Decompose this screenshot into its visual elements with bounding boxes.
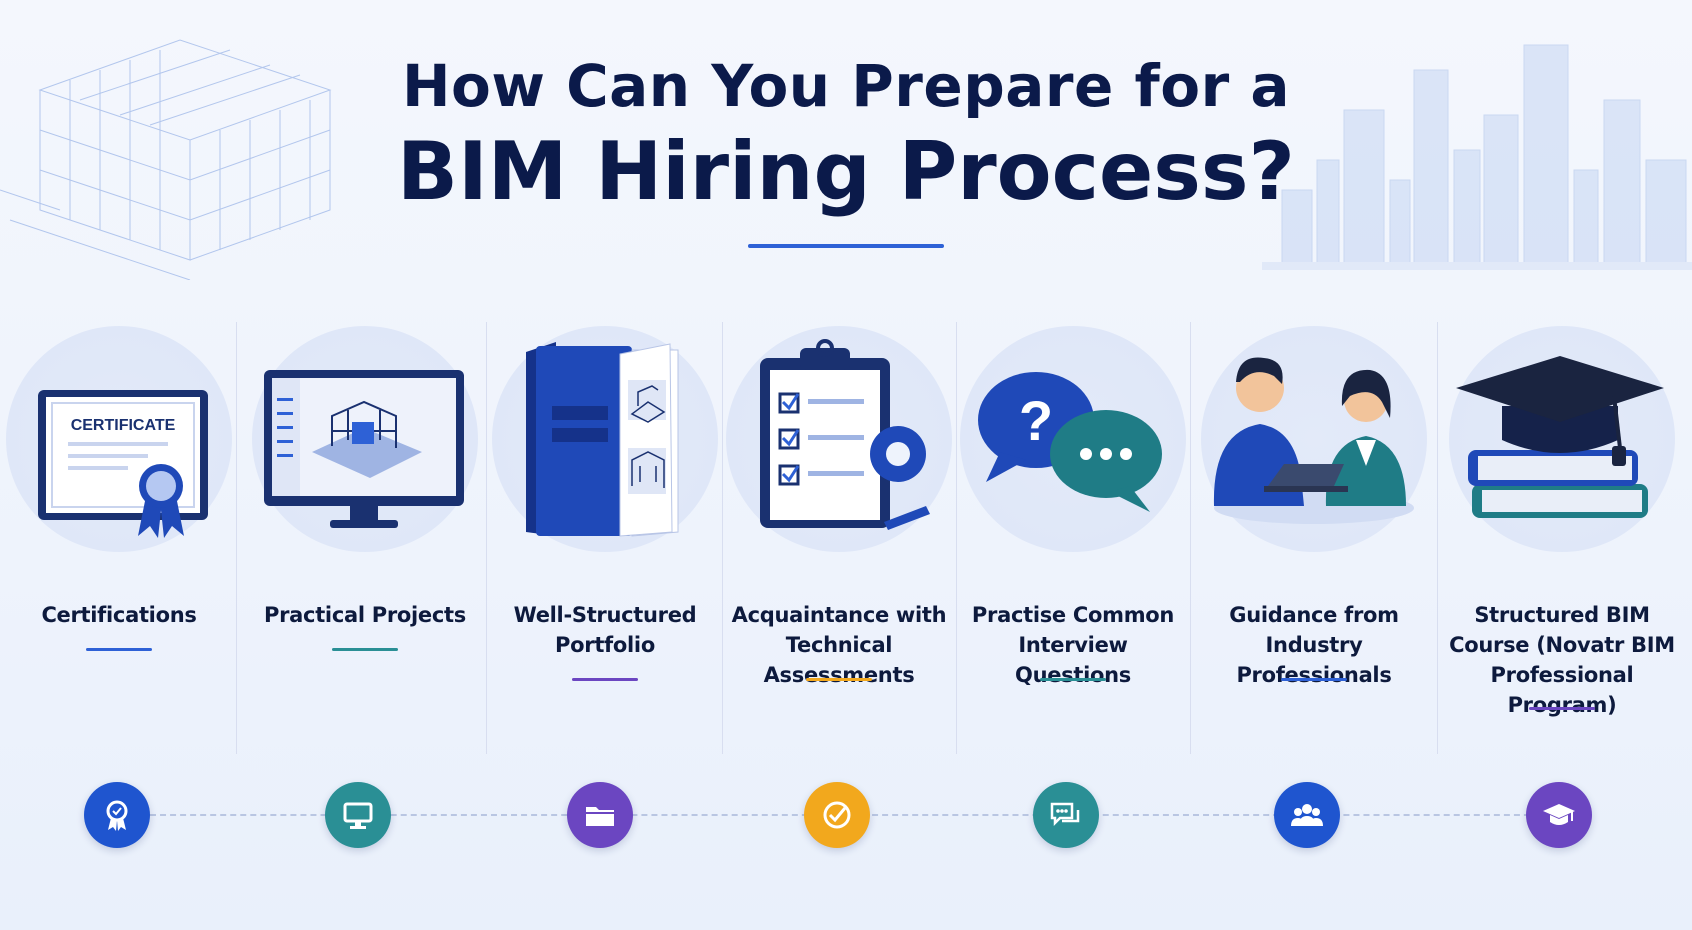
step-label: Practise Common Interview Questions bbox=[971, 603, 1175, 687]
graduation-illustration bbox=[1456, 356, 1664, 518]
certificate-illustration: CERTIFICATE bbox=[38, 390, 208, 538]
title-underline bbox=[748, 244, 944, 248]
column-divider bbox=[722, 322, 723, 754]
step-underline bbox=[1281, 678, 1347, 681]
column-divider bbox=[236, 322, 237, 754]
step-portfolio: Well-Structured Portfolio bbox=[492, 322, 718, 754]
column-divider bbox=[956, 322, 957, 754]
column-divider bbox=[1190, 322, 1191, 754]
step-label: Practical Projects bbox=[264, 603, 466, 627]
svg-text:?: ? bbox=[1019, 389, 1053, 452]
award-badge-icon bbox=[84, 782, 150, 848]
title-line-1: How Can You Prepare for a bbox=[401, 52, 1291, 120]
step-underline bbox=[1040, 678, 1106, 681]
step-underline bbox=[332, 648, 398, 651]
chat-bubbles-icon bbox=[1033, 782, 1099, 848]
step-underline bbox=[86, 648, 152, 651]
step-underline bbox=[806, 678, 872, 681]
column-divider bbox=[1437, 322, 1438, 754]
graduation-cap-icon bbox=[1526, 782, 1592, 848]
people-group-icon bbox=[1274, 782, 1340, 848]
step-label: Acquaintance with Technical Assessments bbox=[731, 603, 947, 687]
step-industry-professionals: Guidance from Industry Professionals bbox=[1194, 322, 1434, 754]
speech-bubbles-illustration: ? bbox=[978, 372, 1162, 512]
portfolio-book-illustration bbox=[526, 342, 679, 537]
city-skyline-decoration bbox=[1262, 44, 1692, 270]
folder-icon bbox=[567, 782, 633, 848]
step-underline bbox=[572, 678, 638, 681]
clipboard-illustration bbox=[760, 339, 930, 530]
step-interview-questions: ? Practise Common Interview Questions bbox=[960, 322, 1186, 754]
title-line-2: BIM Hiring Process? bbox=[397, 125, 1295, 218]
steps-row: CERTIFICATE Certifications bbox=[0, 322, 1692, 754]
certificate-text: CERTIFICATE bbox=[71, 417, 176, 434]
step-label: Well-Structured Portfolio bbox=[513, 603, 697, 657]
check-circle-icon bbox=[804, 782, 870, 848]
step-structured-course: Structured BIM Course (Novatr BIM Profes… bbox=[1442, 322, 1682, 754]
step-label: Certifications bbox=[41, 603, 197, 627]
step-label: Structured BIM Course (Novatr BIM Profes… bbox=[1449, 603, 1675, 717]
mentoring-illustration bbox=[1213, 357, 1414, 524]
step-technical-assessments: Acquaintance with Technical Assessments bbox=[726, 322, 952, 754]
monitor-icon bbox=[325, 782, 391, 848]
header: How Can You Prepare for a BIM Hiring Pro… bbox=[0, 50, 1692, 248]
step-practical-projects: Practical Projects bbox=[252, 322, 478, 754]
wireframe-building-decoration bbox=[0, 39, 332, 280]
step-certifications: CERTIFICATE Certifications bbox=[6, 322, 232, 754]
monitor-illustration bbox=[264, 370, 464, 528]
column-divider bbox=[486, 322, 487, 754]
step-label: Guidance from Industry Professionals bbox=[1229, 603, 1399, 687]
step-underline bbox=[1529, 707, 1595, 710]
